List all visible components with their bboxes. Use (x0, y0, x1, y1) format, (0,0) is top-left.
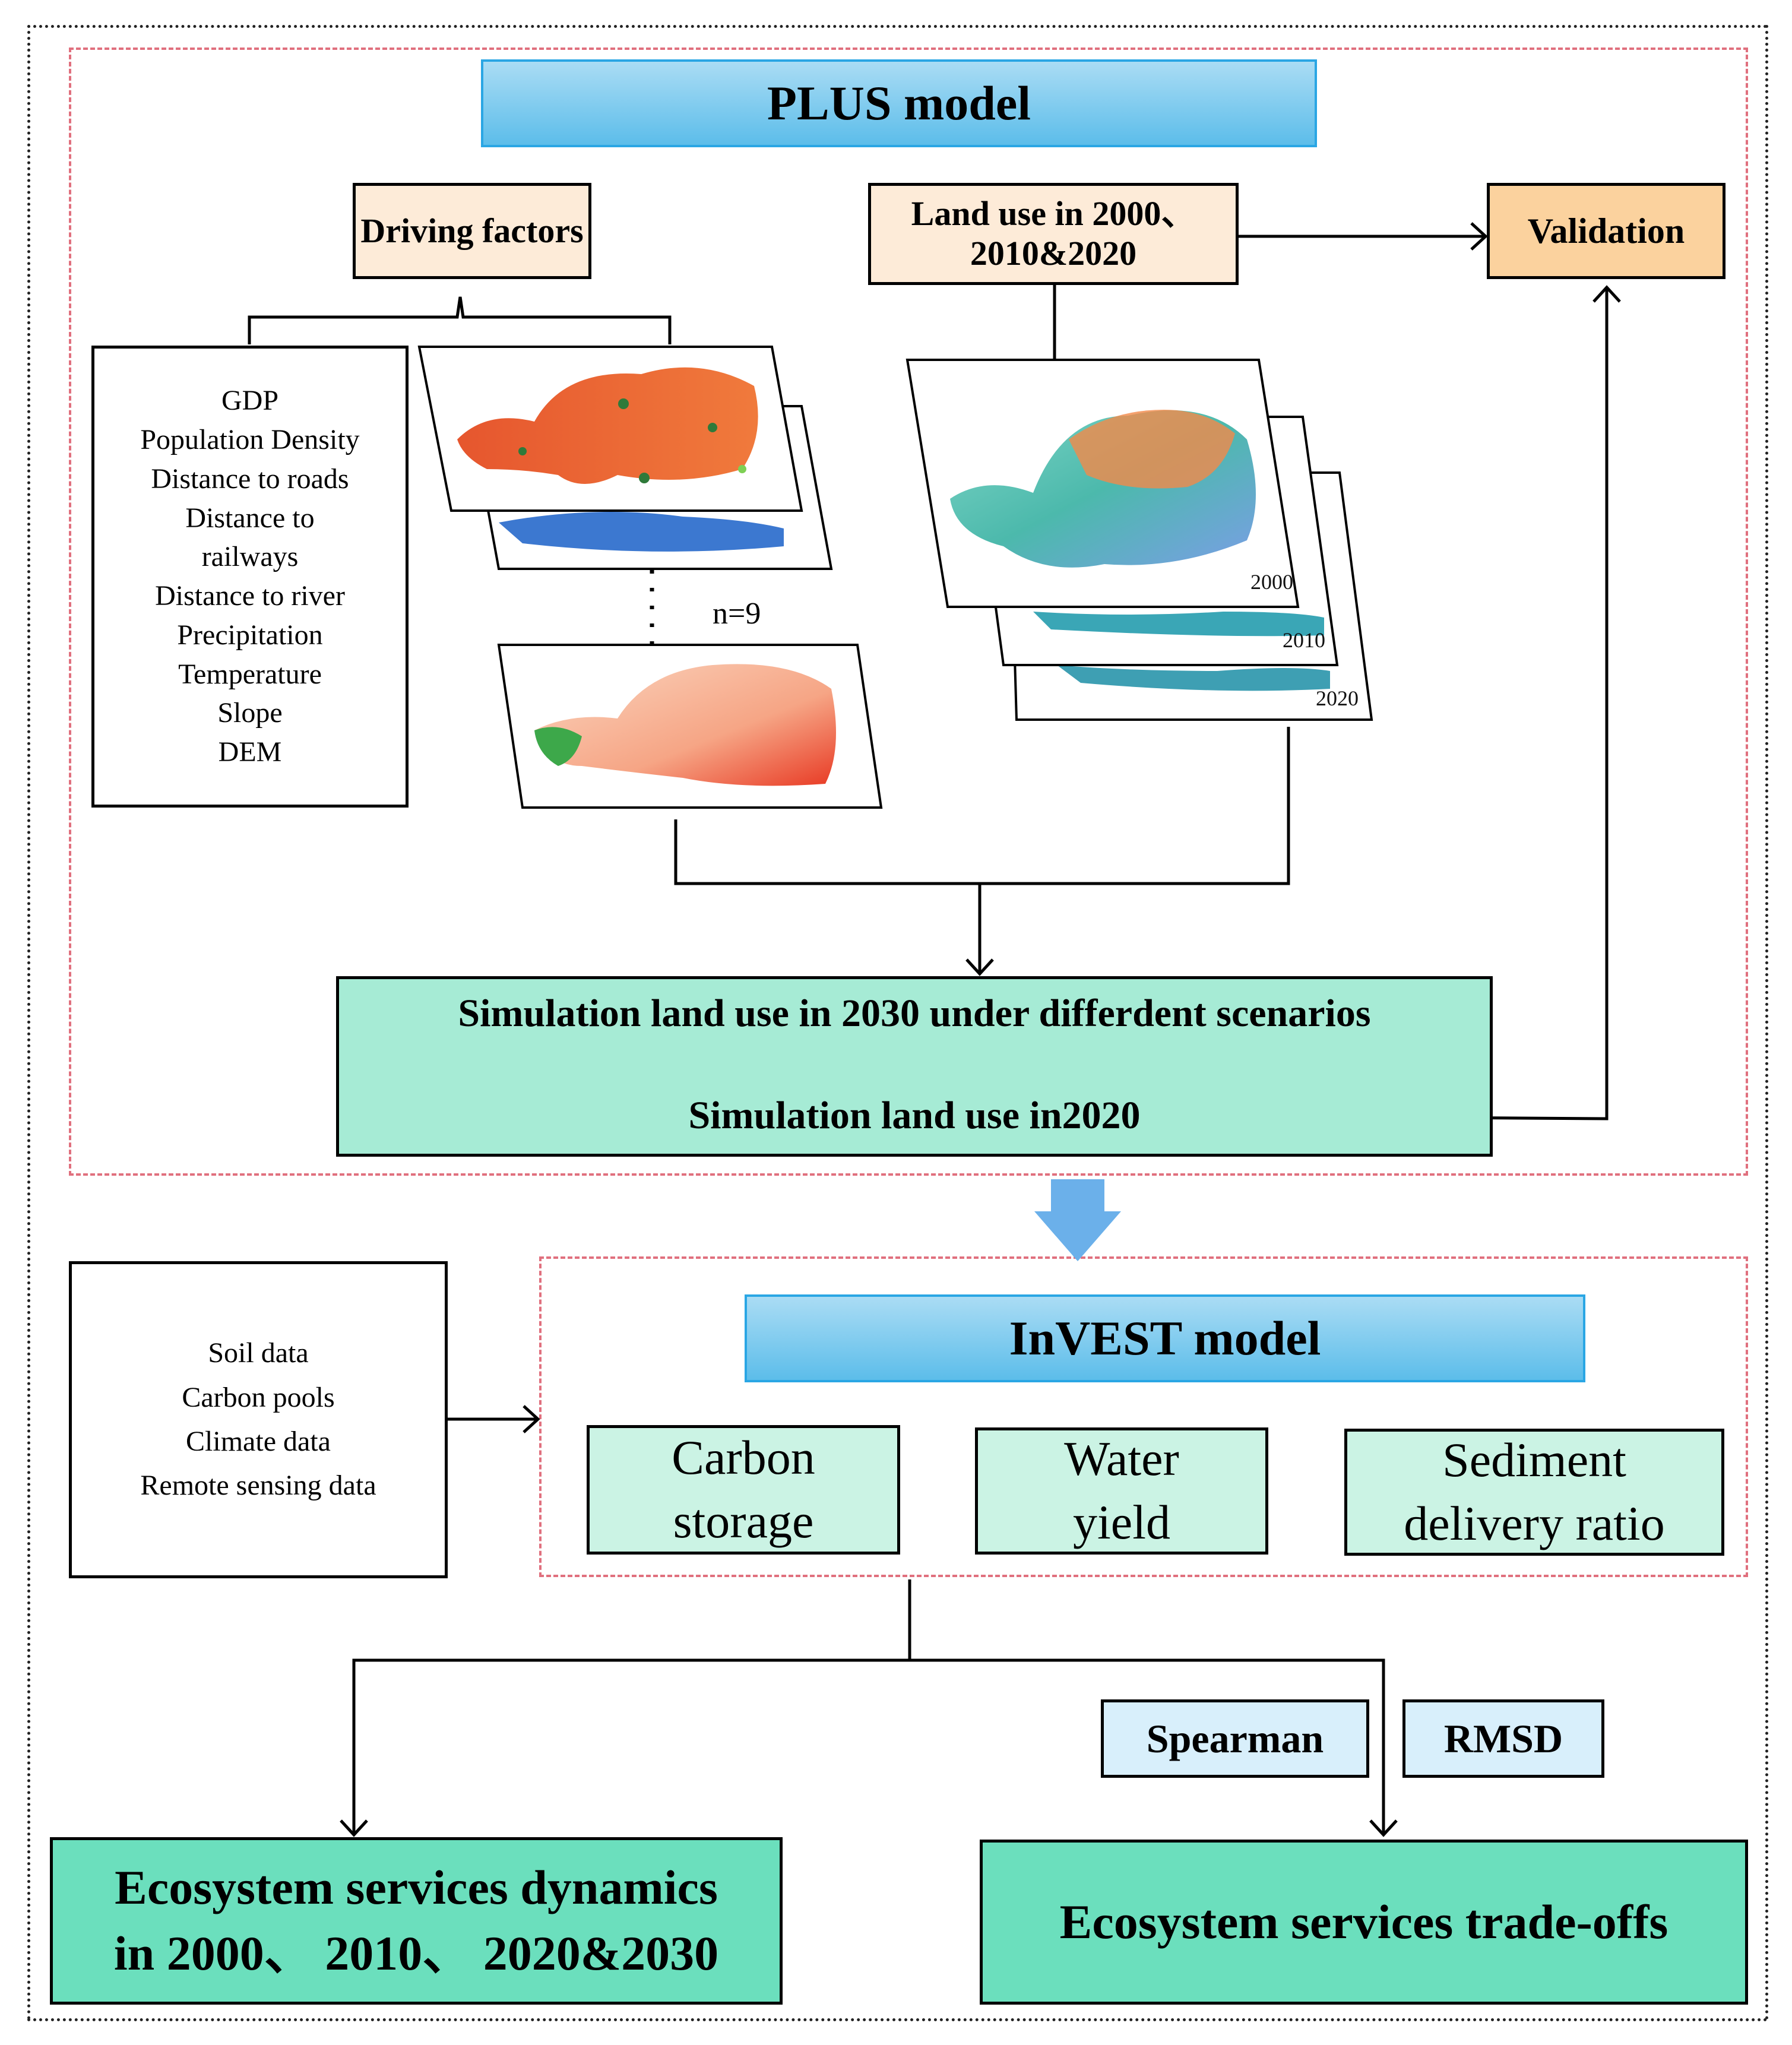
input-item: Climate data (186, 1426, 331, 1457)
flow-down-arrow (1034, 1179, 1121, 1261)
factor-item: GDP (221, 385, 279, 417)
driving-factors-box: Driving factors (353, 183, 591, 279)
factor-item: railways (201, 541, 299, 573)
simulation-box: Simulation land use in 2030 under differ… (336, 976, 1493, 1157)
plus-model-header: PLUS model (481, 59, 1317, 147)
rmsd-box: RMSD (1402, 1699, 1604, 1778)
year-label-2020: 2020 (1316, 686, 1359, 710)
bracket-connector (248, 296, 672, 344)
tradeoffs-box: Ecosystem services trade-offs (980, 1840, 1748, 2005)
carbon-storage-box: Carbon storage (587, 1425, 900, 1555)
sediment-delivery-box: Sediment delivery ratio (1344, 1429, 1724, 1556)
n-count-label: n=9 (713, 597, 761, 631)
factor-list-box: GDP Population Density Distance to roads… (91, 346, 409, 808)
sediment-line2: delivery ratio (1404, 1496, 1665, 1550)
spearman-box: Spearman (1101, 1699, 1369, 1778)
dynamics-line2: in 2000、 2010、 2020&2030 (113, 1926, 719, 1980)
water-line2: yield (1073, 1495, 1170, 1549)
land-use-box: Land use in 2000、 2010&2020 (868, 183, 1239, 285)
invest-region (539, 1256, 1748, 1577)
landuse-map-stack: 2000 2010 2020 (906, 359, 1373, 721)
input-item: Carbon pools (182, 1381, 335, 1413)
factor-item: Distance to roads (151, 463, 349, 495)
factor-map-stack (417, 346, 883, 809)
merge-connector (674, 727, 1290, 885)
carbon-line1: Carbon (672, 1430, 815, 1485)
invest-model-header: InVEST model (745, 1294, 1585, 1382)
year-label-2000: 2000 (1250, 570, 1293, 594)
simulation-2030-label: Simulation land use in 2030 under differ… (458, 992, 1371, 1035)
year-label-2010: 2010 (1283, 628, 1325, 652)
factor-item: Distance to (185, 502, 315, 534)
output-connector (352, 1579, 911, 1835)
sediment-line1: Sediment (1442, 1433, 1626, 1487)
dynamics-box: Ecosystem services dynamics in 2000、 201… (50, 1837, 783, 2005)
dynamics-line1: Ecosystem services dynamics (115, 1860, 718, 1915)
validation-box: Validation (1487, 183, 1725, 279)
factor-item: Distance to river (155, 580, 345, 612)
input-item: Soil data (208, 1337, 309, 1369)
input-data-box: Soil data Carbon pools Climate data Remo… (69, 1261, 448, 1578)
plus-region (69, 48, 1748, 1176)
carbon-line2: storage (673, 1494, 814, 1548)
outer-frame (27, 25, 1768, 2021)
factor-item: Temperature (178, 658, 322, 690)
input-item: Remote sensing data (140, 1470, 376, 1502)
land-use-line2: 2010&2020 (970, 234, 1137, 273)
land-use-line1: Land use in 2000、 (911, 194, 1196, 233)
factor-item: Population Density (140, 424, 360, 455)
factor-item: DEM (218, 736, 282, 768)
factor-item: Slope (217, 697, 283, 729)
water-yield-box: Water yield (975, 1427, 1268, 1555)
water-line1: Water (1064, 1432, 1179, 1486)
factor-item: Precipitation (177, 619, 323, 651)
simulation-2020-label: Simulation land use in2020 (688, 1094, 1141, 1138)
